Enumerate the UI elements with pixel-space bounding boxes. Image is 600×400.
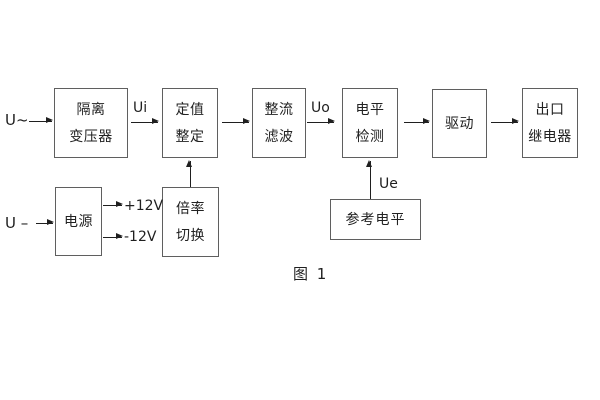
signal-label-ue: Ue [379, 176, 398, 192]
block-reference-level: 参考电平 [330, 199, 421, 240]
block-output-relay: 出口 继电器 [522, 88, 578, 158]
block-setpoint-adjust: 定值 整定 [162, 88, 218, 158]
block-text: 检测 [355, 128, 385, 145]
arrow-multiplier-to-setpoint-icon [186, 160, 193, 187]
arrow-drive-to-relay-icon [491, 118, 519, 125]
signal-label-plus12v: +12V [124, 198, 164, 214]
signal-label-uo: Uo [311, 100, 330, 116]
arrow-input-ac-icon [29, 117, 53, 124]
arrow-uo-icon [307, 118, 335, 125]
arrow-ui-icon [131, 118, 159, 125]
arrow-minus12v-icon [103, 233, 123, 240]
block-text: 驱动 [445, 115, 474, 132]
block-multiplier-switch: 倍率 切换 [162, 187, 219, 257]
block-text: 隔离 [76, 101, 106, 118]
signal-label-ui: Ui [133, 100, 148, 116]
signal-label-u-dc: U – [5, 214, 29, 232]
block-text: 整定 [175, 128, 205, 145]
block-text: 整流 [264, 101, 294, 118]
block-text: 滤波 [264, 128, 294, 145]
signal-label-u-ac: U~ [5, 111, 29, 129]
block-rectifier-filter: 整流 滤波 [252, 88, 306, 158]
block-level-detect: 电平 检测 [342, 88, 398, 158]
block-text: 倍率 [176, 200, 205, 217]
block-text: 继电器 [528, 128, 572, 145]
signal-label-minus12v: -12V [124, 229, 157, 245]
block-text: 参考电平 [345, 211, 406, 228]
arrow-setpoint-to-rectifier-icon [222, 118, 250, 125]
arrow-input-dc-icon [36, 219, 54, 226]
figure-caption: 图 1 [293, 265, 329, 283]
block-text: 电源 [64, 213, 93, 230]
block-text: 变压器 [69, 128, 113, 145]
arrow-plus12v-icon [103, 201, 123, 208]
block-text: 出口 [535, 101, 565, 118]
block-text: 电平 [355, 101, 385, 118]
block-drive: 驱动 [432, 89, 487, 158]
arrow-level-to-drive-icon [404, 118, 430, 125]
block-isolation-transformer: 隔离 变压器 [54, 88, 128, 158]
block-text: 切换 [176, 227, 205, 244]
arrow-ue-reference-to-level-icon [366, 160, 373, 199]
block-power-supply: 电源 [55, 187, 102, 256]
block-text: 定值 [175, 101, 205, 118]
